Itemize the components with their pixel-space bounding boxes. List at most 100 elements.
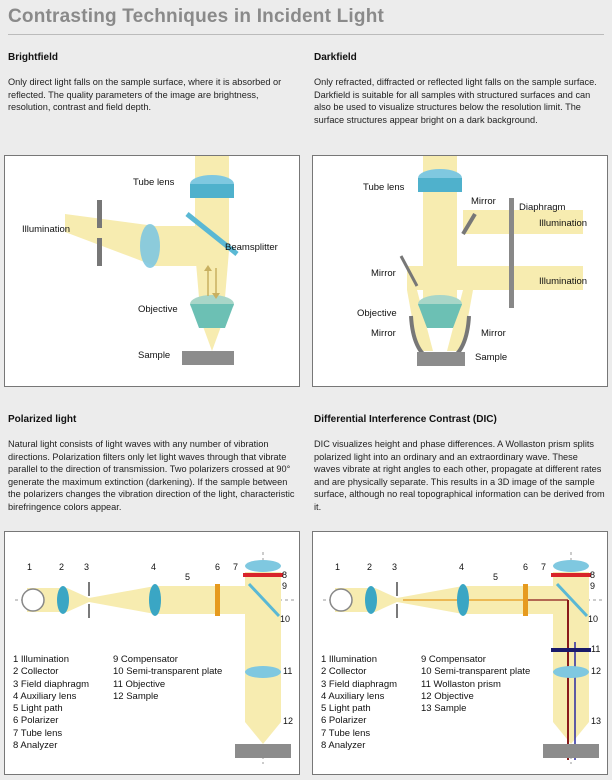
bf-label-tube-lens: Tube lens (133, 177, 175, 188)
bf-beam-cone (201, 321, 223, 351)
bf-beam-illumination (65, 214, 155, 266)
pol-num-1: 1 (27, 562, 33, 572)
page-title: Contrasting Techniques in Incident Light (8, 6, 385, 27)
bf-beam-horizontal (155, 226, 215, 266)
df-diaphragm (509, 198, 514, 308)
darkfield-diagram: Tube lens Mirror Diaphragm Illumination … (312, 155, 608, 387)
polarized-heading: Polarized light (8, 414, 77, 425)
pol-plate (247, 582, 281, 618)
df-tube-lens-body (418, 178, 462, 192)
polarized-diagram: 1 2 3 4 5 6 7 8 9 10 11 12 1 Illuminatio… (4, 531, 300, 775)
bf-sample (182, 351, 234, 365)
pol-num-2: 2 (59, 562, 65, 572)
dic-sample (543, 744, 599, 758)
df-label-mirror-left: Mirror (371, 328, 396, 339)
dic-wollaston-prism (551, 648, 591, 652)
dic-svg (323, 552, 603, 764)
df-beam-upper (463, 210, 583, 234)
bf-diaphragm-top (97, 200, 102, 228)
brightfield-text: Only direct light falls on the sample su… (8, 77, 282, 113)
dic-num-10: 10 (588, 614, 599, 624)
dic-objective (553, 666, 589, 678)
pol-objective (245, 666, 281, 678)
pol-num-9: 9 (282, 581, 288, 591)
bf-beamsplitter (185, 212, 239, 256)
dic-num-9: 9 (590, 581, 596, 591)
pol-polarizer (215, 584, 220, 616)
brightfield-diagram: Tube lens Illumination Beamsplitter Obje… (4, 155, 300, 387)
darkfield-svg (399, 156, 583, 366)
bf-label-illumination: Illumination (22, 224, 71, 235)
dic-num-12: 12 (591, 666, 602, 676)
dic-heading: Differential Interference Contrast (DIC) (314, 414, 497, 425)
dic-aux-lens (457, 584, 469, 616)
pol-collector (57, 586, 69, 614)
df-mirror-mid (399, 255, 419, 287)
dic-num-13: 13 (591, 716, 602, 726)
df-sample (417, 352, 465, 366)
df-ring-left (407, 290, 433, 351)
pol-num-5: 5 (185, 572, 191, 582)
df-label-objective: Objective (357, 308, 397, 319)
df-label-mirror-right: Mirror (481, 328, 506, 339)
dic-text: DIC visualizes height and phase differen… (314, 439, 605, 512)
pol-sample (235, 744, 291, 758)
pol-num-3: 3 (84, 562, 90, 572)
dic-polarizer (523, 584, 528, 616)
dic-num-6: 6 (523, 562, 529, 572)
dic-lamp (329, 588, 353, 612)
dic-num-8: 8 (590, 570, 596, 580)
dic-plate (555, 582, 589, 618)
dic-tube-lens (553, 560, 589, 572)
polarized-svg (15, 552, 295, 764)
df-objective-body (418, 304, 462, 328)
bf-tube-lens-body (190, 184, 234, 198)
bf-diaphragm-bottom (97, 238, 102, 266)
df-beam-lower (407, 266, 583, 290)
pol-num-10: 10 (280, 614, 291, 624)
pol-analyzer (243, 573, 283, 577)
df-label-tube-lens: Tube lens (363, 182, 405, 193)
df-label-sample: Sample (475, 352, 508, 363)
df-label-mirror-top: Mirror (471, 196, 496, 207)
polarized-text: Natural light consists of light waves wi… (8, 439, 295, 512)
pol-num-4: 4 (151, 562, 157, 572)
dic-num-7: 7 (541, 562, 547, 572)
brightfield-heading: Brightfield (8, 52, 58, 63)
pol-lamp (21, 588, 45, 612)
bf-objective-body (190, 304, 234, 328)
bf-label-beamsplitter: Beamsplitter (225, 242, 278, 253)
dic-collector (365, 586, 377, 614)
brightfield-svg (65, 156, 239, 365)
bf-label-sample: Sample (138, 350, 171, 361)
df-label-mirror-mid: Mirror (371, 268, 396, 279)
dic-num-11: 11 (591, 644, 601, 654)
dic-num-4: 4 (459, 562, 465, 572)
bf-collector-lens (140, 224, 160, 268)
dic-num-1: 1 (335, 562, 341, 572)
pol-aux-lens (149, 584, 161, 616)
dic-diagram: 1 2 3 4 5 6 7 8 9 10 11 12 13 1 Illumina… (312, 531, 608, 775)
df-label-illumination-1: Illumination (539, 218, 588, 229)
dic-num-5: 5 (493, 572, 499, 582)
pol-num-11: 11 (283, 666, 293, 676)
df-mirror-top (461, 212, 477, 236)
darkfield-heading: Darkfield (314, 52, 357, 63)
pol-num-7: 7 (233, 562, 239, 572)
pol-num-8: 8 (282, 570, 288, 580)
pol-tube-lens (245, 560, 281, 572)
dic-num-3: 3 (392, 562, 398, 572)
dic-num-2: 2 (367, 562, 373, 572)
pol-num-6: 6 (215, 562, 221, 572)
dic-analyzer (551, 573, 591, 577)
bf-label-objective: Objective (138, 304, 178, 315)
df-label-illumination-2: Illumination (539, 276, 588, 287)
df-ring-right (447, 290, 473, 351)
title-rule (8, 34, 604, 35)
pol-num-12: 12 (283, 716, 294, 726)
darkfield-text: Only refracted, diffracted or reflected … (314, 77, 597, 125)
